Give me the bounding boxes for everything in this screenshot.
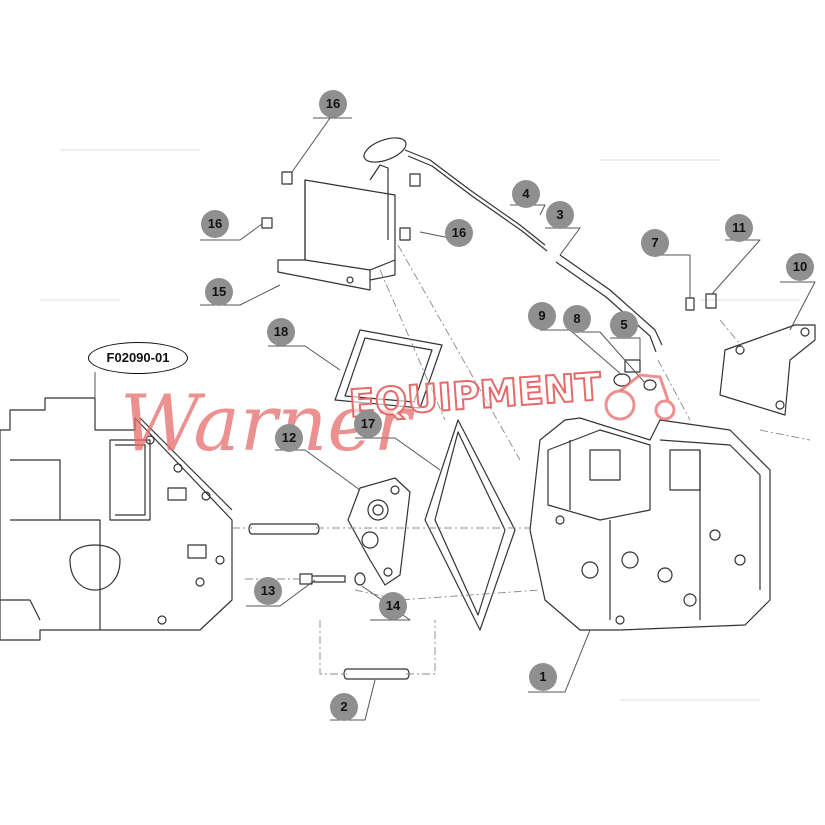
bolt-7 bbox=[685, 297, 695, 311]
gasket-18 bbox=[334, 329, 443, 409]
callout-12: 12 bbox=[275, 424, 303, 452]
gasket-17 bbox=[424, 419, 516, 631]
callout-13: 13 bbox=[254, 577, 282, 605]
drawing-reference-label: F02090-01 bbox=[88, 342, 188, 374]
main-housing-1 bbox=[529, 417, 771, 631]
callout-5: 5 bbox=[610, 311, 638, 339]
callout-16-right: 16 bbox=[445, 219, 473, 247]
fittings-5-8-9 bbox=[613, 359, 657, 391]
dipstick-4 bbox=[363, 137, 548, 252]
callout-1: 1 bbox=[529, 663, 557, 691]
callout-18: 18 bbox=[267, 318, 295, 346]
callout-4: 4 bbox=[512, 180, 540, 208]
callout-3: 3 bbox=[546, 201, 574, 229]
callout-10: 10 bbox=[786, 253, 814, 281]
callout-11: 11 bbox=[725, 214, 753, 242]
pin-2 bbox=[343, 668, 410, 680]
bolt-11 bbox=[705, 293, 717, 309]
bolt-16d bbox=[409, 173, 421, 187]
callout-7: 7 bbox=[641, 229, 669, 257]
callout-2: 2 bbox=[330, 693, 358, 721]
callout-16-top: 16 bbox=[319, 90, 347, 118]
callout-8: 8 bbox=[563, 305, 591, 333]
callout-17: 17 bbox=[354, 410, 382, 438]
bolt-16b bbox=[261, 217, 273, 229]
oring-14 bbox=[354, 572, 366, 586]
cover-12 bbox=[347, 477, 411, 586]
bolt-13 bbox=[299, 573, 346, 585]
plate-10 bbox=[719, 324, 816, 416]
pin-center bbox=[248, 523, 320, 535]
callout-15: 15 bbox=[205, 278, 233, 306]
callout-9: 9 bbox=[528, 302, 556, 330]
left-housing bbox=[0, 397, 233, 641]
callout-16-left: 16 bbox=[201, 210, 229, 238]
bracket-15 bbox=[277, 164, 396, 291]
bolt-16c bbox=[399, 227, 411, 241]
bolt-16a bbox=[281, 171, 293, 185]
tube-3 bbox=[555, 254, 663, 353]
callout-14: 14 bbox=[379, 592, 407, 620]
